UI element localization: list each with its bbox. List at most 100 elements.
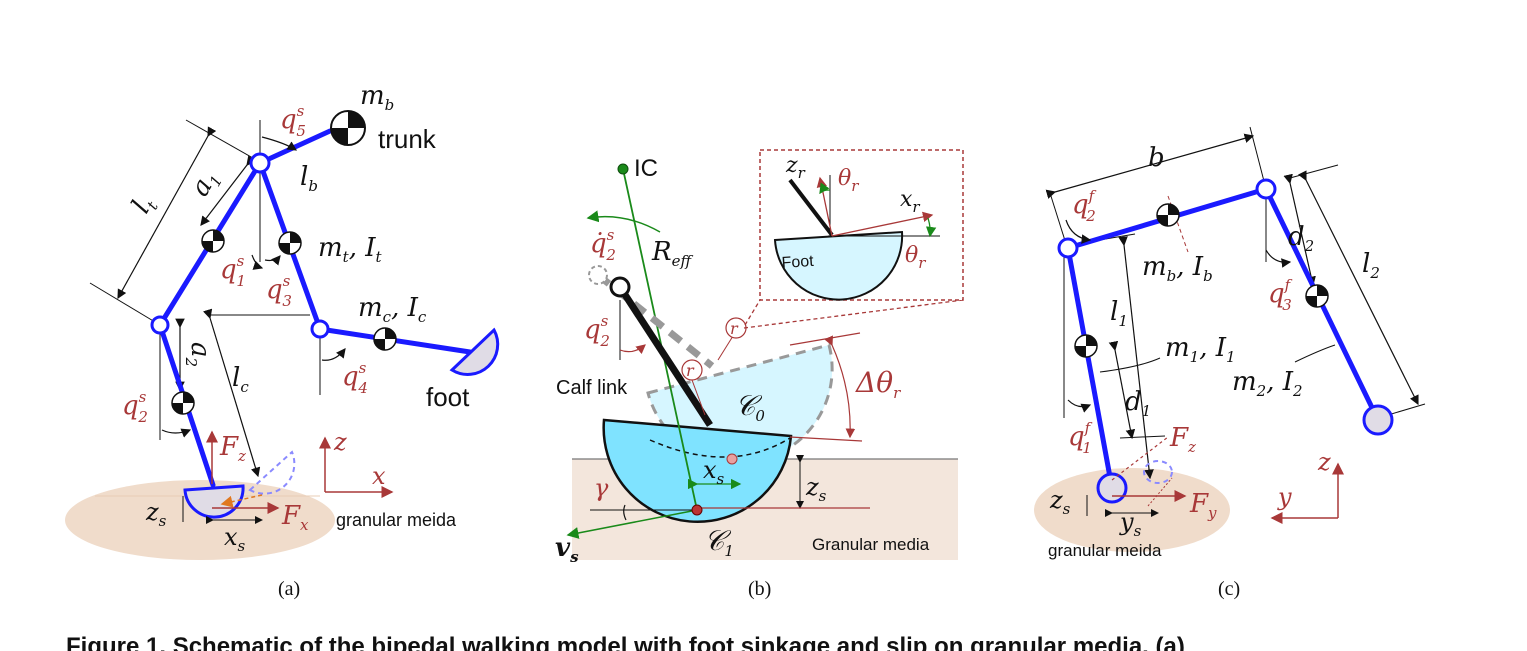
inset-thetar2-label: θr [905, 243, 926, 272]
media-label-c: granular meida [1048, 541, 1162, 560]
r-label-2: r [730, 319, 739, 338]
d1-label: d1 [1125, 387, 1151, 420]
m1-i1-label: m1, I1 [1165, 333, 1236, 366]
inset-xr-label: xr [900, 187, 920, 216]
inset-leader-1 [744, 299, 761, 326]
lc-dimension [202, 308, 261, 478]
mt-it-label: mt, It [318, 233, 383, 266]
inset-leader-2 [743, 299, 964, 329]
leg1-com-c [1074, 334, 1098, 358]
a1-dimension [200, 155, 256, 226]
inset-foot-label: Foot [781, 253, 815, 272]
b-dimension [1045, 133, 1255, 199]
lc-label: lc [232, 363, 249, 396]
d1-dimension [1108, 340, 1136, 440]
dtheta-arc [824, 335, 856, 439]
y-axis-label-c: y [1277, 483, 1292, 511]
l1-dimension [1118, 236, 1154, 480]
fy-label-c: Fy [1189, 489, 1217, 522]
x-axis-label-a: x [372, 462, 386, 490]
mc-ic-label: mc, Ic [358, 293, 427, 326]
reference-lines-a [89, 119, 321, 440]
calf-com-stance-a [171, 391, 195, 415]
inset-link [788, 178, 834, 237]
r-leader-2 [717, 335, 734, 361]
q2dot-arrow [586, 210, 661, 233]
r-bubble-1 [681, 359, 703, 381]
stance-foot-ghost-a [248, 450, 296, 495]
granular-media-a [65, 480, 335, 560]
calf-link-ghost-joint [588, 265, 608, 285]
mb-label-a: mb [360, 81, 394, 114]
l2-dimension [1297, 170, 1419, 406]
lt-label: lt [126, 190, 162, 220]
knee-joint-stance-a [150, 315, 170, 335]
mb-ib-label-c: mb, Ib [1142, 252, 1213, 285]
hip-joint-right-c [1255, 178, 1277, 200]
q2-arc-b [619, 344, 646, 355]
fz-label-c: Fz [1169, 423, 1196, 456]
xs-label-a: xs [224, 523, 246, 555]
foot-c1 [602, 418, 793, 524]
ic-label: IC [634, 155, 658, 182]
gamma-arc [623, 504, 627, 521]
d2-label: d2 [1288, 222, 1314, 255]
z-axis-label-a: z [333, 428, 347, 456]
z-axis-label-c: z [1317, 448, 1331, 476]
ys-label-c: ys [1119, 508, 1142, 540]
ic-line [622, 168, 698, 511]
figure-caption: Figure 1. Schematic of the bipedal walki… [66, 633, 1185, 651]
r-leader-1 [691, 379, 706, 416]
b-label: b [1148, 143, 1165, 173]
calf-link [617, 285, 713, 427]
media-label-b: Granular media [812, 535, 930, 554]
c1-dashed-arc [649, 437, 791, 458]
m2-i2-label: m2, I2 [1232, 367, 1303, 400]
fx-label-a: Fx [281, 501, 309, 534]
trunk-label: trunk [378, 124, 437, 154]
foot-label-a: foot [426, 382, 470, 412]
lb-label: lb [300, 162, 318, 195]
swing-foot-c [1362, 404, 1394, 436]
vs-arrow [566, 509, 698, 539]
thigh-com-stance-a [201, 229, 225, 253]
vs-label: vs [555, 533, 579, 566]
media-label-a: granular meida [336, 510, 457, 530]
d2-dimension [1283, 173, 1316, 287]
thigh-com-swing-a [278, 231, 302, 255]
a2-label: a2 [182, 342, 215, 367]
m2-leader [1294, 344, 1336, 363]
stance-foot-c [1096, 472, 1128, 504]
l2-label: l2 [1362, 249, 1380, 282]
theta-ref2-b [789, 332, 861, 346]
swing-foot-a [449, 327, 500, 376]
panel-label-a: (a) [278, 578, 300, 600]
body-com-c [1156, 203, 1180, 227]
hip-joint-left-c [1057, 237, 1079, 259]
angle-arcs-a [161, 136, 346, 438]
calf-link-label: Calf link [556, 377, 628, 399]
inset-foot [773, 230, 904, 301]
a1-label: a1 [185, 165, 226, 203]
inset-theta-arc2 [925, 217, 937, 238]
reff-label: Reff [651, 237, 693, 270]
panel-label-b: (b) [748, 578, 771, 600]
l1-label: l1 [1110, 297, 1128, 330]
gamma-label: γ [594, 474, 609, 502]
zs-label-a: zs [145, 498, 167, 530]
trunk-com-a [330, 110, 366, 146]
hip-joint-a [249, 152, 271, 174]
dtheta-label: Δθr [855, 366, 901, 402]
